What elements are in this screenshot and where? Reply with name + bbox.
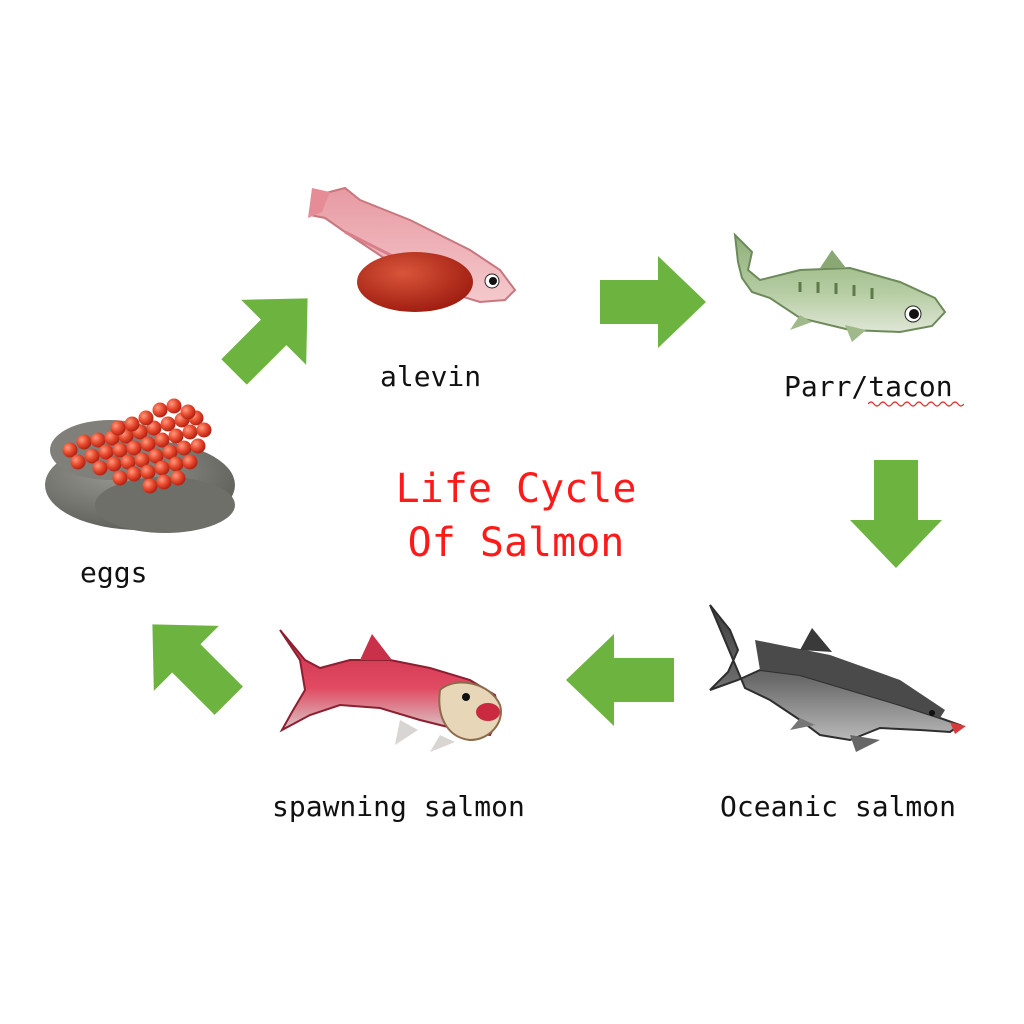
egg: [142, 478, 158, 494]
cycle-arrow-icon: [152, 624, 243, 715]
label-alevin: alevin: [380, 360, 482, 393]
cycle-arrow-icon: [221, 298, 308, 385]
egg: [154, 432, 170, 448]
parr-illustration: [733, 232, 947, 342]
parr-marks: [798, 282, 874, 299]
egg: [168, 428, 184, 444]
egg: [180, 404, 196, 420]
egg-cluster: [62, 398, 212, 494]
cycle-arrow-icon: [566, 634, 674, 726]
egg: [182, 454, 198, 470]
egg: [138, 410, 154, 426]
label-parr: Parr/tacon: [784, 370, 953, 403]
egg: [148, 448, 164, 464]
egg: [154, 460, 170, 476]
egg: [182, 424, 198, 440]
egg: [190, 438, 206, 454]
egg: [124, 416, 140, 432]
alevin-illustration: [308, 186, 517, 312]
egg: [162, 444, 178, 460]
title-line-2: Of Salmon: [407, 520, 625, 566]
egg: [126, 440, 142, 456]
egg: [166, 398, 182, 414]
egg: [76, 434, 92, 450]
egg: [110, 420, 126, 436]
egg: [156, 474, 172, 490]
spellcheck-underline: [868, 401, 964, 407]
spawning-salmon-illustration: [279, 629, 502, 752]
egg: [134, 452, 150, 468]
egg: [140, 436, 156, 452]
egg: [62, 442, 78, 458]
cycle-arrows: [152, 256, 942, 726]
egg: [90, 432, 106, 448]
egg: [160, 416, 176, 432]
egg: [176, 440, 192, 456]
egg: [120, 454, 136, 470]
egg: [84, 448, 100, 464]
egg: [146, 420, 162, 436]
cycle-arrow-icon: [850, 460, 942, 568]
egg: [168, 456, 184, 472]
egg: [112, 442, 128, 458]
egg: [106, 456, 122, 472]
egg: [196, 422, 212, 438]
oceanic-salmon-illustration: [709, 604, 966, 752]
egg: [112, 470, 128, 486]
egg: [98, 444, 114, 460]
egg: [170, 470, 186, 486]
egg: [70, 454, 86, 470]
cycle-arrow-icon: [600, 256, 706, 348]
title-line-1: Life Cycle: [395, 466, 637, 512]
eggs-illustration: [45, 398, 235, 533]
label-spawning-salmon: spawning salmon: [272, 790, 525, 823]
egg: [126, 466, 142, 482]
egg: [92, 460, 108, 476]
diagram-title: Life Cycle Of Salmon: [372, 462, 660, 570]
label-eggs: eggs: [80, 556, 148, 589]
egg: [152, 402, 168, 418]
label-oceanic-salmon: Oceanic salmon: [720, 790, 957, 823]
egg: [140, 464, 156, 480]
